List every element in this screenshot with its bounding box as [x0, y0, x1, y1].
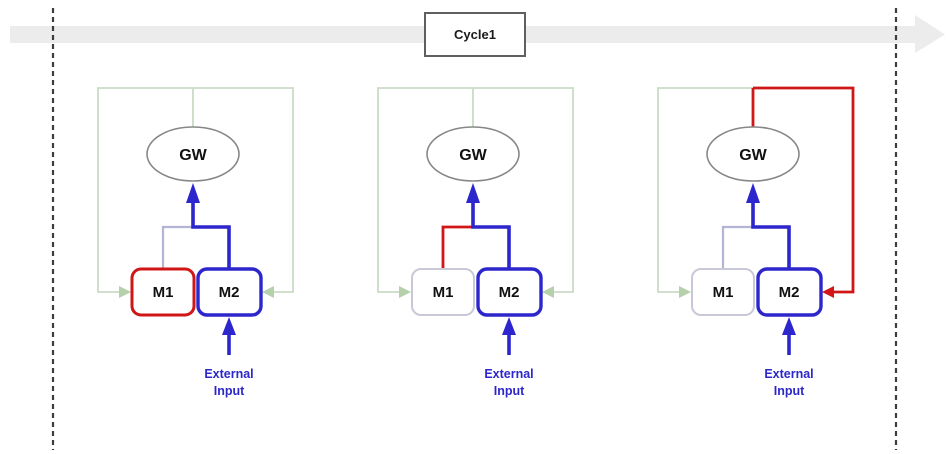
m2-node [196, 267, 263, 317]
m2-node [756, 267, 823, 317]
m2-to-gw-link [471, 197, 511, 269]
gw-arrowhead-icon [466, 183, 480, 203]
feedback-loop-left [657, 87, 753, 293]
external-input-label-line2: Input [494, 384, 525, 398]
feedback-loop-left [377, 87, 473, 293]
external-input-arrowhead-icon [502, 317, 516, 335]
m2-label: M2 [499, 284, 520, 301]
m1-to-gw-link [721, 225, 753, 269]
m2-to-gw-link [751, 197, 791, 269]
gw-node [706, 126, 800, 182]
gw-label: GW [179, 147, 207, 164]
cycle-title-box [424, 12, 526, 57]
external-input-arrowhead-icon [782, 317, 796, 335]
feedback-loop-left [97, 87, 193, 293]
external-input-label-line2: Input [774, 384, 805, 398]
m2-label: M2 [779, 284, 800, 301]
timeline-arrow-icon [915, 15, 945, 53]
external-input-label-line2: Input [214, 384, 245, 398]
m1-label: M1 [153, 284, 174, 301]
gw-node [426, 126, 520, 182]
m1-node [691, 268, 755, 316]
external-input-label-line1: External [484, 367, 533, 381]
gw-arrowhead-icon [186, 183, 200, 203]
feedback-arrowhead-left-icon [679, 286, 691, 298]
external-input-arrowhead-icon [222, 317, 236, 335]
feedback-arrowhead-left-icon [399, 286, 411, 298]
gw-label: GW [459, 147, 487, 164]
feedback-loop-right [193, 87, 294, 293]
m1-node [411, 268, 475, 316]
m1-to-gw-link [441, 225, 473, 269]
feedback-arrowhead-right-icon [542, 286, 554, 298]
m1-label: M1 [433, 284, 454, 301]
external-input-label-line1: External [204, 367, 253, 381]
feedback-loop-right [473, 87, 574, 293]
feedback-loop-right [753, 86, 855, 294]
feedback-arrowhead-right-icon [262, 286, 274, 298]
gw-arrowhead-icon [746, 183, 760, 203]
m2-node [476, 267, 543, 317]
cycle-title-label: Cycle1 [454, 27, 496, 42]
m1-label: M1 [713, 284, 734, 301]
gw-label: GW [739, 147, 767, 164]
m2-label: M2 [219, 284, 240, 301]
m2-to-gw-link [191, 197, 231, 269]
m1-node [130, 267, 196, 317]
feedback-arrowhead-left-icon [119, 286, 131, 298]
feedback-arrowhead-right-icon [822, 286, 834, 298]
m1-to-gw-link [161, 225, 193, 269]
external-input-label-line1: External [764, 367, 813, 381]
gw-node [146, 126, 240, 182]
